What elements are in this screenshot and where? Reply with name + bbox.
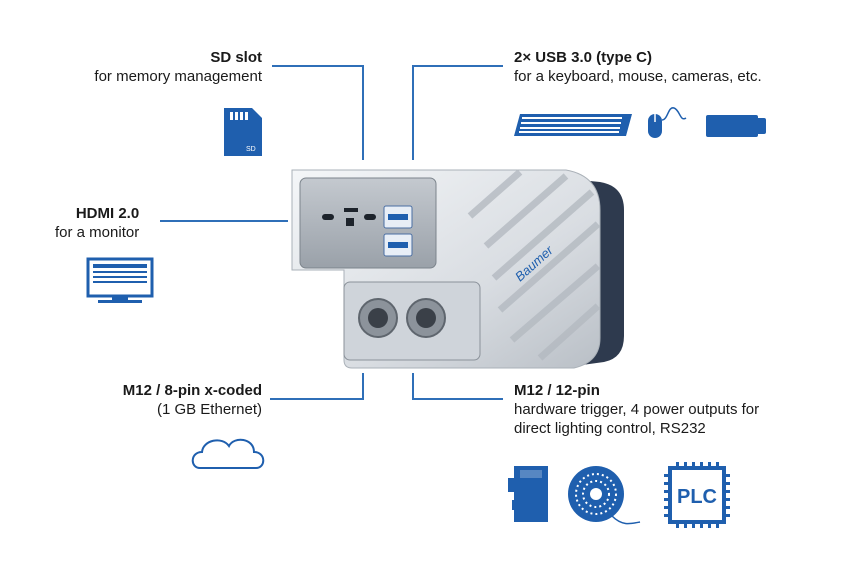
m12-8pin-connector xyxy=(358,298,398,338)
keyboard-icon xyxy=(514,114,632,136)
sd-card-icon: SD xyxy=(224,108,262,156)
m12-12pin-connector xyxy=(406,298,446,338)
callout-m12-8pin: M12 / 8-pin x-coded (1 GB Ethernet) xyxy=(123,381,262,419)
m12-12pin-line1: hardware trigger, 4 power outputs for xyxy=(514,401,760,418)
usb-title: 2× USB 3.0 (type C) xyxy=(514,49,652,66)
device-image: Baumer xyxy=(291,169,624,369)
m12-8pin-title: M12 / 8-pin x-coded xyxy=(122,382,262,399)
usb-c-port-2 xyxy=(364,214,376,220)
sd-slot-subtitle: for memory management xyxy=(94,68,262,85)
m12-12pin-title: M12 / 12-pin xyxy=(514,382,600,399)
usb-c-port-1 xyxy=(322,214,334,220)
sd-card-label: SD xyxy=(246,146,256,153)
connector-lines xyxy=(160,65,503,400)
mouse-icon xyxy=(648,107,687,138)
ring-light-icon xyxy=(568,466,641,525)
cloud-icon xyxy=(191,438,265,469)
io-panel-top xyxy=(299,177,437,269)
plc-icon: PLC xyxy=(664,462,730,528)
line-sd xyxy=(272,65,364,160)
callout-usb: 2× USB 3.0 (type C) for a keyboard, mous… xyxy=(514,48,762,86)
callout-hdmi: HDMI 2.0 for a monitor xyxy=(55,204,139,242)
hdmi-subtitle: for a monitor xyxy=(55,224,140,241)
sensor-icon xyxy=(508,466,548,522)
line-m12-12 xyxy=(412,373,503,400)
m12-8pin-subtitle: (1 GB Ethernet) xyxy=(156,401,262,418)
camera-icon xyxy=(706,115,766,137)
sd-slot-title: SD slot xyxy=(210,49,262,66)
monitor-icon xyxy=(86,257,154,303)
hdmi-port xyxy=(346,218,354,226)
usb-subtitle: for a keyboard, mouse, cameras, etc. xyxy=(514,68,762,85)
hdmi-title: HDMI 2.0 xyxy=(75,205,140,222)
usb-a-ports xyxy=(383,205,413,257)
line-m12-8 xyxy=(270,373,364,400)
m12-12pin-line2: direct lighting control, RS232 xyxy=(514,420,706,437)
plc-label: PLC xyxy=(677,486,717,508)
device-ribs xyxy=(467,169,601,361)
callout-m12-12pin: M12 / 12-pin hardware trigger, 4 power o… xyxy=(514,381,759,438)
callout-sd-slot: SD slot for memory management xyxy=(94,48,262,86)
line-usb xyxy=(412,65,503,160)
sd-slot-port xyxy=(344,208,358,212)
